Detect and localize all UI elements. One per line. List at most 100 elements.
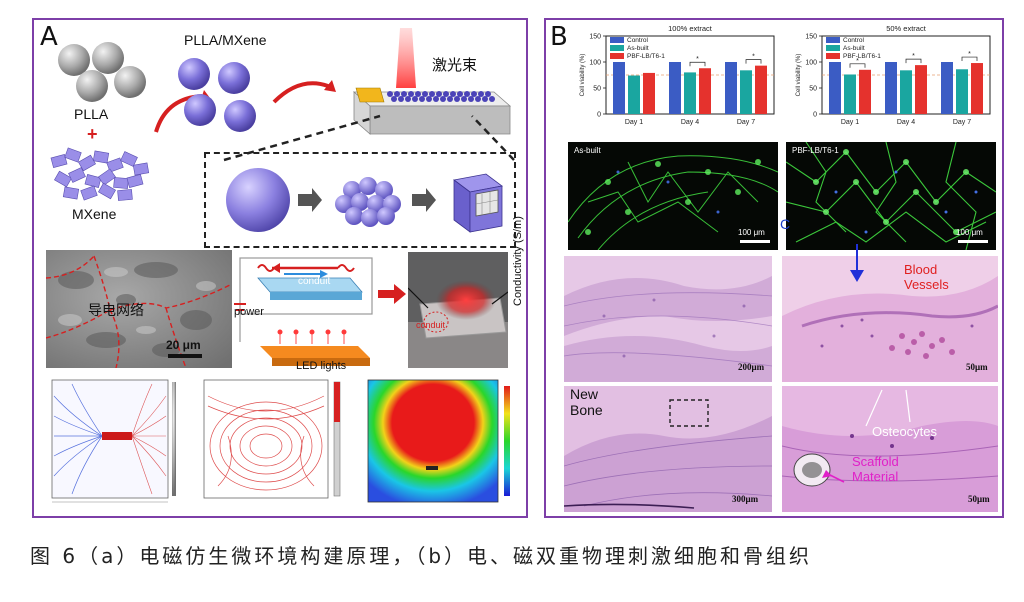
legend-label: PBF-LB/T6-1 <box>843 53 881 60</box>
y-tick-label: 0 <box>597 112 601 119</box>
micro-tag-pbf: PBF-LB/T6-1 <box>792 146 839 155</box>
chart-title: 50% extract <box>886 24 927 33</box>
blood-vessels-label: Blood Vessels <box>904 262 949 292</box>
hist-scale-4: 50μm <box>968 494 990 504</box>
bar <box>915 65 927 114</box>
conductivity-label: Conductivity (S/m) <box>512 216 524 306</box>
y-tick-label: 100 <box>589 60 601 67</box>
plla-label: PLLA <box>74 106 109 122</box>
legend-swatch <box>826 45 840 51</box>
panel-letter-b: B <box>550 22 568 52</box>
micro-scale-bar-1 <box>740 240 770 243</box>
y-axis-label: Cell viability (%) <box>796 54 802 97</box>
significance-bracket <box>849 63 866 68</box>
micrograph-as-built: As-built 100 μm <box>568 142 778 250</box>
bar <box>725 62 737 114</box>
y-tick-label: 100 <box>805 60 817 67</box>
significance-star: * <box>696 56 699 63</box>
legend-swatch <box>826 37 840 43</box>
bar <box>684 72 696 114</box>
hist-scale-3: 300μm <box>732 494 759 504</box>
micro-scale-bar-2 <box>958 240 988 243</box>
sim-current <box>198 376 358 512</box>
legend-label: PBF-LB/T6-1 <box>627 53 665 60</box>
legend-label: As-built <box>627 45 649 52</box>
bar <box>900 70 912 114</box>
significance-star: * <box>912 53 915 60</box>
x-tick-label: Day 7 <box>953 119 971 126</box>
bar <box>740 70 752 114</box>
osteocytes-label: Osteocytes <box>872 424 938 439</box>
circuit-diagram <box>234 257 373 366</box>
panel-a: A PLLA + <box>32 18 528 518</box>
sintering-box <box>204 152 516 248</box>
new-bone-label: New Bone <box>570 386 603 418</box>
chart-title: 100% extract <box>668 24 713 33</box>
histology-bottom-left: New Bone 300μm <box>564 386 772 512</box>
sem-scale-bar <box>168 354 202 358</box>
circuit-conduit-label: conduit <box>298 276 331 287</box>
significance-star: * <box>752 54 755 61</box>
micro-tag-as-built: As-built <box>574 146 601 155</box>
y-tick-label: 50 <box>809 86 817 93</box>
bar <box>844 74 856 114</box>
bar <box>669 62 681 114</box>
composite-spheres <box>178 58 256 132</box>
figure-caption: 图 6（a）电磁仿生微环境构建原理，（b）电、磁双重物理刺激细胞和骨组织 <box>30 544 813 568</box>
arrow-icon <box>378 284 406 304</box>
legend-label: Control <box>627 37 649 44</box>
significance-bracket <box>745 59 762 64</box>
bar <box>699 68 711 114</box>
photo-conduit-label: conduit <box>416 320 446 330</box>
significance-star: * <box>856 58 859 65</box>
sem-scale: 20 μm <box>166 338 201 352</box>
bar <box>956 69 968 114</box>
significance-star: * <box>968 51 971 58</box>
mxene-flakes <box>50 147 150 201</box>
histology-top-left: 200μm <box>564 256 772 382</box>
y-tick-label: 50 <box>593 86 601 93</box>
c-marker: C <box>780 216 791 232</box>
sem-label: 导电网络 <box>88 303 144 319</box>
bar <box>885 62 897 114</box>
bar <box>755 65 767 114</box>
plus-sign: + <box>87 124 98 144</box>
micro-scale-1: 100 μm <box>738 228 765 237</box>
bar <box>829 62 841 114</box>
composite-label: PLLA/MXene <box>184 32 267 48</box>
x-tick-label: Day 1 <box>841 119 859 126</box>
bar <box>643 72 655 114</box>
legend-label: Control <box>843 37 865 44</box>
x-tick-label: Day 7 <box>737 119 755 126</box>
hist-scale-2: 50μm <box>966 362 988 372</box>
significance-bracket <box>905 58 922 64</box>
bar <box>628 75 640 114</box>
bar <box>971 63 983 114</box>
laser-label: 激光束 <box>432 56 478 74</box>
bar <box>613 62 625 114</box>
x-tick-label: Day 4 <box>681 119 699 126</box>
led-photo <box>408 252 508 368</box>
legend-swatch <box>610 53 624 59</box>
arrow-icon <box>850 244 864 282</box>
histology-bottom-right: Osteocytes Scaffold Material 50μm <box>782 386 998 512</box>
significance-bracket <box>689 61 706 67</box>
plla-spheres <box>58 42 146 102</box>
significance-bracket <box>961 56 978 62</box>
bar <box>941 62 953 114</box>
legend-swatch <box>826 53 840 59</box>
mxene-label: MXene <box>72 206 117 222</box>
y-tick-label: 150 <box>805 34 817 41</box>
sim-heatmap <box>364 376 524 512</box>
panel-letter-a: A <box>40 22 58 52</box>
arrow-icon <box>272 80 336 104</box>
circuit-led-label: LED lights <box>296 360 347 372</box>
sim-field-lines <box>42 376 192 512</box>
y-axis-label: Cell viability (%) <box>580 54 586 97</box>
micro-scale-2: 100 μm <box>956 228 983 237</box>
legend-swatch <box>610 37 624 43</box>
y-tick-label: 0 <box>813 112 817 119</box>
sintering-stages <box>226 168 503 233</box>
